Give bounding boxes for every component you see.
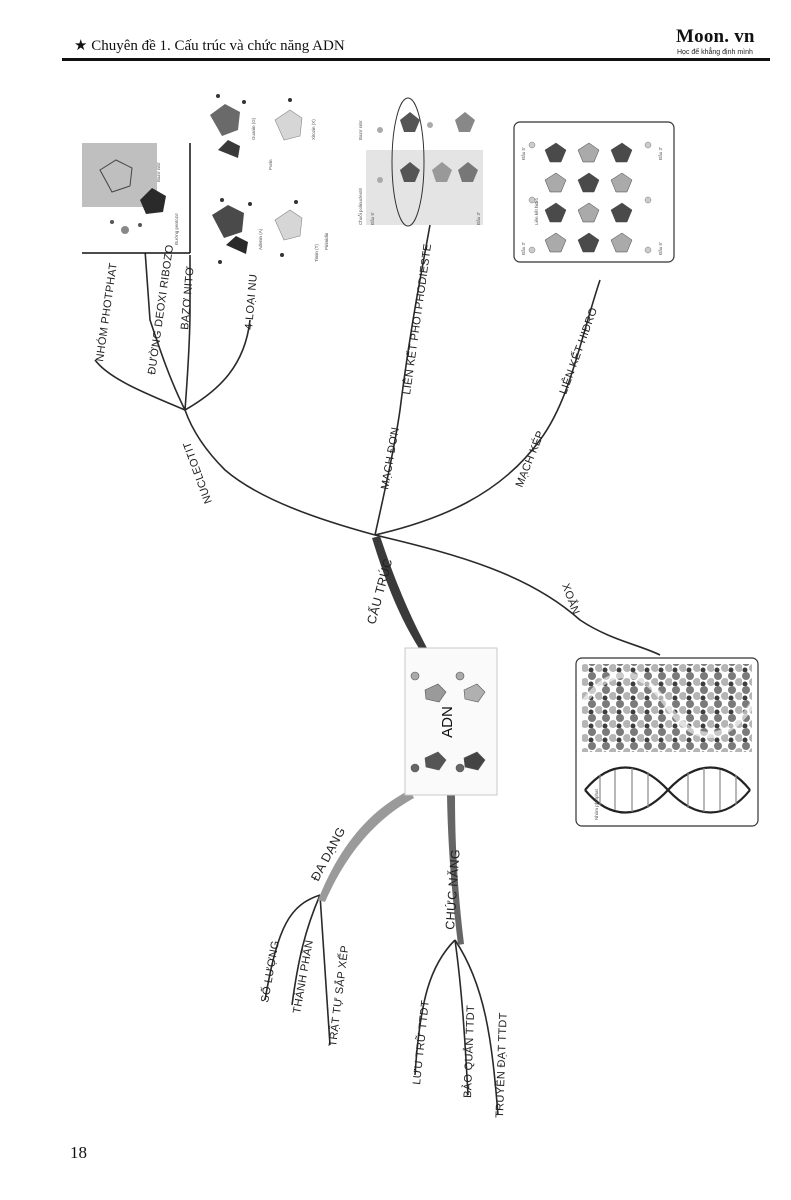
figure-double-helix: Nhóm photphat [575, 657, 759, 827]
brand-tagline: Học để khẳng định mình [677, 49, 753, 56]
label-4-loai-nu: 4 LOẠI NU [243, 274, 260, 331]
figure-double-strand: Đầu 5' Liên kết hiđrô Đầu 3' Đầu 3' Đầu … [513, 121, 675, 263]
label-lien-ket-photphodieste: LIÊN KẾT PHOTPHODIESTE [400, 243, 434, 396]
line-mach-don [374, 224, 431, 536]
fig-label-timin: Timin (T) [314, 244, 319, 262]
line-truyen-dat [454, 939, 499, 1116]
label-trat-tu-sap-xep: TRẬT TỰ SẮP XẾP [326, 945, 351, 1048]
fig-label-bazo: Bazơ nitơ [156, 162, 161, 182]
label-nucleotit: NUCLEOTIT [181, 440, 215, 505]
figure-four-bases: Guanin (G) Xitozin (X) Adenin (A) Timin … [210, 94, 329, 264]
line-duong [144, 249, 186, 411]
header-title: ★ Chuyên đề 1. Cấu trúc và chức năng ADN [74, 38, 345, 54]
label-truyen-dat-ttdt: TRUYỀN ĐẠT TTDT [493, 1012, 510, 1118]
connector-lines [94, 224, 661, 1116]
thick-branch-cau-truc [372, 536, 427, 650]
fig-label-guanin: Guanin (G) [251, 117, 256, 140]
fig-label-chuoi: Chuỗi polinucleotit [357, 187, 363, 225]
helix-strand-b [584, 766, 751, 814]
center-label: ADN [439, 706, 456, 738]
fig-label-dau3: Đầu 3' [476, 212, 481, 225]
line-trat-tu [319, 894, 331, 1046]
label-mach-kep: MẠCH KÉP [513, 429, 547, 489]
line-bazo-nito [184, 255, 191, 411]
fig-label-xitozin: Xitozin (X) [311, 119, 316, 140]
label-bazo-nito: BAZƠ NITƠ [179, 265, 197, 330]
line-bao-quan [454, 939, 469, 1096]
line-thanh-phan [291, 894, 321, 1006]
label-nhom-photphat: NHÓM PHOTPHAT [93, 262, 120, 362]
fig-label-dau5-right: Đầu 5' [658, 242, 663, 255]
thick-branch-chuc-nang [447, 795, 464, 945]
fig-label-duong: Đường pentozơ [174, 213, 179, 245]
center-adn-box: ADN [404, 647, 498, 796]
label-luu-tru-ttdt: LƯU TRỮ TTDT [410, 999, 432, 1085]
figure-nucleotide-structure: Bazơ nitơ Đường pentozơ [82, 143, 191, 254]
label-mach-don: MẠCH ĐƠN [379, 426, 402, 490]
fig-label-pirimidin: Pirimidin [324, 232, 329, 250]
fig-label-adenin: Adenin (A) [258, 228, 263, 250]
label-xoan: XOẮN [559, 582, 582, 617]
header-rule [62, 58, 770, 61]
line-xoan [374, 534, 661, 656]
fig-label-dau5: Đầu 5' [370, 212, 375, 225]
line-mach-kep [374, 279, 601, 536]
fig-label-bazo-strand: Bazơ nitơ [358, 120, 363, 140]
fig-label-lien-ket-hidro: Liên kết hiđrô [534, 197, 539, 225]
line-nucleotit [184, 409, 376, 536]
line-so-luong [264, 894, 321, 1001]
fig-label-nhom-photphat: Nhóm photphat [594, 788, 599, 820]
fig-label-dau3-left: Đầu 3' [521, 242, 526, 255]
line-luu-tru [414, 939, 456, 1076]
line-4-loai-nu [184, 319, 251, 411]
brand-logo: Moon. vn [676, 26, 755, 47]
label-thanh-phan: THÀNH PHẦN [290, 939, 316, 1015]
label-bao-quan-ttdt: BẢO QUẢN TTDT [461, 1005, 477, 1098]
label-lien-ket-hidro: LIÊN KẾT HIĐRO [557, 306, 601, 396]
fig-label-dau5-left: Đầu 5' [521, 147, 526, 160]
label-chuc-nang: CHỨC NĂNG [442, 848, 463, 930]
label-so-luong: SỐ LƯỢNG [257, 939, 282, 1003]
fig-label-purin: Purin [268, 159, 273, 170]
line-nhom-photphat [94, 359, 186, 411]
fig-label-dau3-right: Đầu 3' [658, 147, 663, 160]
page-number: 18 [70, 1143, 87, 1162]
figure-single-strand: Bazơ nitơ Chuỗi polinucleotit Đầu 5' Đầu… [357, 97, 483, 227]
thick-branch-da-dang [318, 790, 414, 902]
